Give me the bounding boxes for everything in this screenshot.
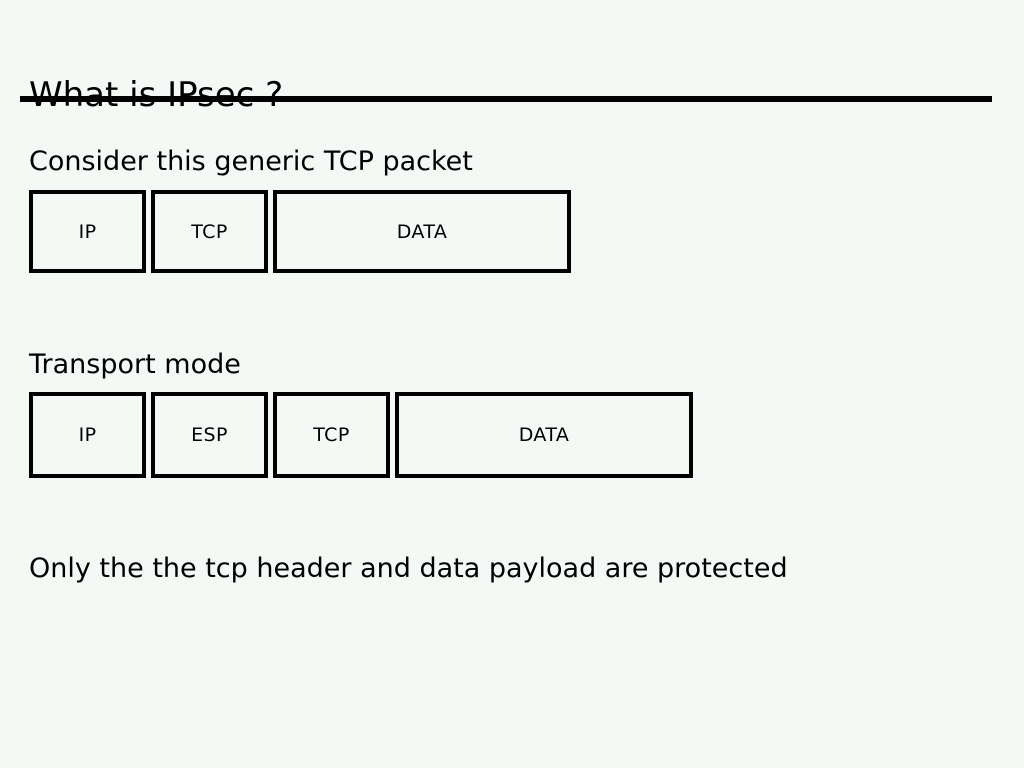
transport-field-data: DATA	[395, 392, 693, 478]
title-divider	[20, 96, 992, 102]
generic-packet-diagram: IP TCP DATA	[29, 190, 571, 273]
page-title: What is IPsec ?	[29, 74, 284, 115]
packet-field-ip: IP	[29, 190, 146, 273]
packet-field-data: DATA	[273, 190, 571, 273]
packet-field-tcp: TCP	[151, 190, 268, 273]
generic-packet-caption: Consider this generic TCP packet	[29, 146, 473, 177]
transport-field-esp: ESP	[151, 392, 268, 478]
protection-note: Only the the tcp header and data payload…	[29, 553, 788, 584]
transport-mode-caption: Transport mode	[29, 349, 241, 380]
transport-field-tcp: TCP	[273, 392, 390, 478]
transport-field-ip: IP	[29, 392, 146, 478]
transport-mode-diagram: IP ESP TCP DATA	[29, 392, 693, 478]
